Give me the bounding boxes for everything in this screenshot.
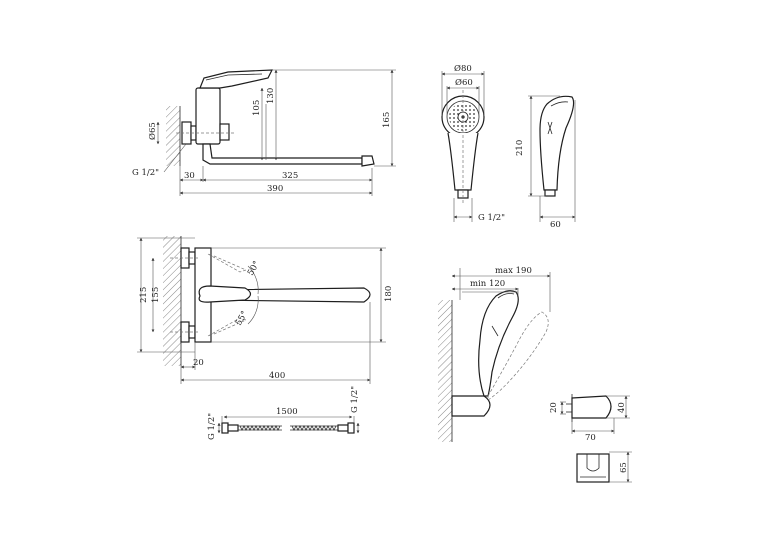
- faucet-top-view: 50° 55° 215 155 180 20 400: [137, 236, 394, 384]
- dim-angle-50: 50°: [246, 259, 262, 277]
- shower-holder-view: max 190 min 120: [438, 266, 551, 442]
- dim-390: 390: [267, 184, 283, 194]
- wall-hatch-top: [163, 236, 181, 366]
- faucet-side-view: Ø65 G 1/2" 105 130 165 30 325 390: [132, 69, 396, 196]
- dim-60: 60: [550, 220, 561, 230]
- dim-g-half-head: G 1/2": [478, 213, 505, 223]
- dim-angle-55: 55°: [234, 309, 250, 327]
- dim-325: 325: [282, 171, 298, 181]
- bracket-side-view: 20 40 70: [549, 394, 630, 443]
- dim-210: 210: [515, 140, 525, 156]
- dim-1500: 1500: [276, 407, 298, 417]
- dim-d80: Ø80: [454, 63, 472, 74]
- dim-d65: Ø65: [147, 122, 158, 140]
- shower-head-front-view: Ø80 Ø60 G 1/2": [441, 63, 505, 223]
- dim-155: 155: [151, 287, 161, 303]
- dim-20: 20: [193, 358, 204, 368]
- dim-30: 30: [184, 171, 195, 181]
- dim-40-bracket: 40: [617, 402, 627, 413]
- dim-min120: min 120: [470, 279, 505, 289]
- dim-max190: max 190: [495, 266, 532, 276]
- shower-head-side-view: 210 60: [515, 95, 576, 230]
- dim-400: 400: [269, 371, 285, 381]
- dim-165: 165: [382, 112, 392, 128]
- wall-hatch: [166, 106, 180, 166]
- dim-d60: Ø60: [455, 77, 473, 88]
- hose-view: 1500 G 1/2" G 1/2": [207, 386, 360, 440]
- wall-hatch-holder: [438, 300, 452, 442]
- dim-215: 215: [139, 287, 149, 303]
- dim-105: 105: [252, 100, 262, 116]
- dim-130: 130: [266, 88, 276, 104]
- dim-65-bracket: 65: [619, 462, 629, 473]
- bracket-front-view: 65: [576, 451, 632, 483]
- dim-70-bracket: 70: [585, 433, 596, 443]
- dim-20-bracket: 20: [549, 402, 559, 413]
- dim-g-half-hose-left: G 1/2": [207, 413, 217, 440]
- dim-g-half-side: G 1/2": [132, 168, 159, 178]
- dim-g-half-hose-right: G 1/2": [350, 386, 360, 413]
- dim-180: 180: [384, 286, 394, 302]
